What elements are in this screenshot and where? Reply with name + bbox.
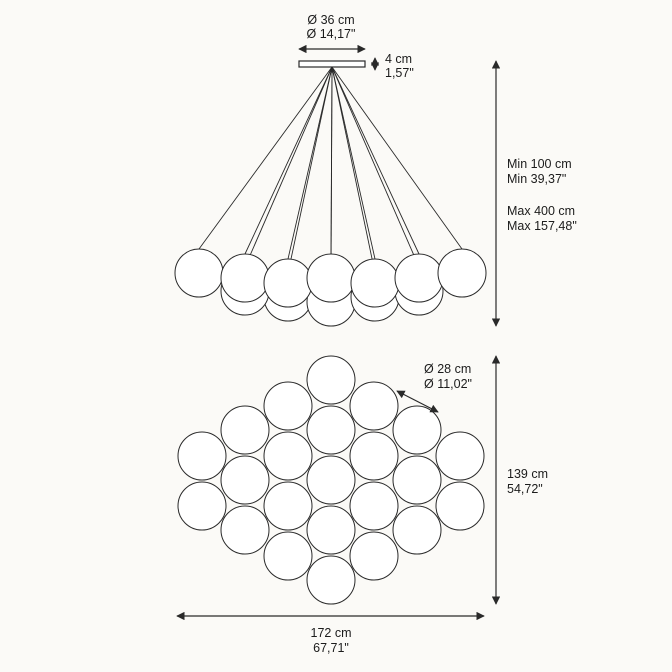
plan-sphere bbox=[392, 505, 442, 555]
plan-sphere bbox=[306, 505, 356, 555]
front-sphere bbox=[306, 253, 356, 303]
canopy-diameter-cm-label: Ø 36 cm bbox=[307, 13, 354, 27]
front-sphere bbox=[394, 253, 444, 303]
width-in-label: 67,71" bbox=[313, 641, 349, 655]
cable bbox=[331, 66, 420, 255]
plan-sphere bbox=[392, 405, 442, 455]
ceiling-canopy bbox=[298, 60, 366, 68]
cable bbox=[244, 66, 333, 255]
plan-sphere bbox=[263, 481, 313, 531]
min-height-in-label: Min 39,37" bbox=[507, 172, 566, 186]
front-sphere bbox=[220, 253, 270, 303]
depth-in-label: 54,72" bbox=[507, 482, 543, 496]
front-spheres bbox=[174, 248, 487, 308]
front-sphere bbox=[437, 248, 487, 298]
plan-sphere bbox=[349, 531, 399, 581]
front-sphere bbox=[263, 258, 313, 308]
plan-sphere bbox=[306, 355, 356, 405]
side-elevation-view bbox=[174, 60, 487, 327]
min-height-cm-label: Min 100 cm bbox=[507, 157, 572, 171]
plan-sphere bbox=[392, 455, 442, 505]
front-sphere bbox=[350, 258, 400, 308]
sphere-diameter-cm-label: Ø 28 cm bbox=[424, 362, 471, 376]
plan-sphere bbox=[220, 405, 270, 455]
max-height-cm-label: Max 400 cm bbox=[507, 204, 575, 218]
plan-sphere bbox=[435, 431, 485, 481]
cable bbox=[287, 66, 333, 274]
sphere-diameter-in-label: Ø 11,02" bbox=[424, 377, 472, 391]
plan-sphere bbox=[263, 531, 313, 581]
plan-sphere bbox=[263, 381, 313, 431]
canopy-diameter-dimension: Ø 36 cm Ø 14,17" bbox=[298, 13, 366, 54]
cable bbox=[244, 66, 333, 268]
height-dimension: Min 100 cm Min 39,37" Max 400 cm Max 157… bbox=[491, 60, 577, 327]
plan-sphere bbox=[349, 431, 399, 481]
sphere-diameter-arrow bbox=[396, 390, 439, 413]
plan-sphere bbox=[306, 405, 356, 455]
cable bbox=[287, 66, 333, 260]
front-sphere bbox=[174, 248, 224, 298]
plan-sphere bbox=[220, 505, 270, 555]
max-height-in-label: Max 157,48" bbox=[507, 219, 577, 233]
canopy-height-in-label: 1,57" bbox=[385, 66, 414, 80]
cable bbox=[198, 66, 333, 250]
cable bbox=[331, 66, 420, 268]
plan-sphere bbox=[349, 381, 399, 431]
cable bbox=[331, 66, 376, 260]
width-cm-label: 172 cm bbox=[311, 626, 352, 640]
plan-sphere bbox=[306, 455, 356, 505]
plan-sphere bbox=[349, 481, 399, 531]
plan-sphere bbox=[177, 481, 227, 531]
canopy-diameter-in-label: Ø 14,17" bbox=[307, 27, 356, 41]
plan-sphere bbox=[263, 431, 313, 481]
plan-view bbox=[177, 355, 485, 605]
cable bbox=[330, 66, 333, 255]
suspension-cables bbox=[198, 66, 463, 279]
sphere-diameter-dimension: Ø 28 cm Ø 11,02" bbox=[396, 362, 472, 413]
cable bbox=[331, 66, 463, 250]
canopy-height-cm-label: 4 cm bbox=[385, 52, 412, 66]
width-dimension: 172 cm 67,71" bbox=[176, 611, 485, 655]
plan-sphere bbox=[220, 455, 270, 505]
plan-sphere bbox=[306, 555, 356, 605]
plan-sphere bbox=[177, 431, 227, 481]
cable bbox=[331, 66, 376, 274]
depth-cm-label: 139 cm bbox=[507, 467, 548, 481]
depth-dimension: 139 cm 54,72" bbox=[491, 355, 548, 605]
plan-sphere bbox=[435, 481, 485, 531]
canopy-height-dimension: 4 cm 1,57" bbox=[370, 52, 414, 80]
